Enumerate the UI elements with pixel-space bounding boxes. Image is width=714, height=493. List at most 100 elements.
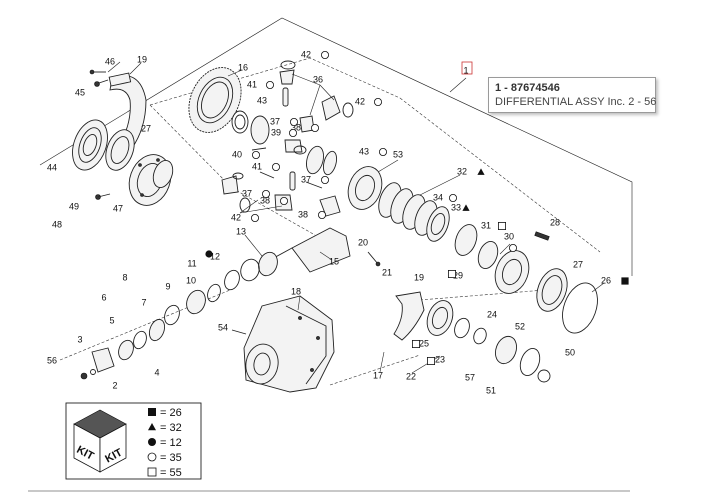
legend-value: = 35: [160, 452, 182, 464]
callout-c52[interactable]: 52: [515, 321, 525, 331]
kit-mark-m42c: [250, 213, 259, 222]
callout-c49[interactable]: 49: [69, 201, 79, 211]
callout-c42a[interactable]: 42: [301, 49, 311, 59]
callout-c24[interactable]: 24: [487, 309, 497, 319]
callout-c39[interactable]: 39: [271, 127, 281, 137]
callout-c37b[interactable]: 37: [301, 174, 311, 184]
callout-c8[interactable]: 8: [122, 272, 127, 282]
kit-mark-m38b: [279, 196, 288, 205]
bearing-cup-27-upper: [105, 129, 135, 171]
legend-value: = 26: [160, 407, 182, 419]
callout-c7[interactable]: 7: [141, 297, 146, 307]
kit-mark-m40: [251, 150, 260, 159]
callout-c17[interactable]: 17: [373, 370, 383, 380]
callout-c27b[interactable]: 27: [573, 259, 583, 269]
bearing-group-right: [454, 224, 605, 334]
callout-c38a[interactable]: 38: [291, 122, 301, 132]
callout-c19b[interactable]: 19: [414, 272, 424, 282]
callout-c42b[interactable]: 42: [355, 96, 365, 106]
callout-c43b[interactable]: 43: [359, 146, 369, 156]
callout-c33[interactable]: 33: [451, 202, 461, 212]
callout-c9[interactable]: 9: [165, 281, 170, 291]
kit-mark-m32: [477, 168, 485, 175]
callout-c45[interactable]: 45: [75, 87, 85, 97]
clutch-pack-32: [378, 174, 461, 242]
callout-c6[interactable]: 6: [101, 292, 106, 302]
pinion-group: [80, 227, 381, 380]
kit-mark-m41a: [265, 81, 274, 90]
callout-c5[interactable]: 5: [109, 315, 114, 325]
callout-c21[interactable]: 21: [382, 267, 392, 277]
legend-rows: = 26= 32= 12= 35= 55: [147, 407, 182, 479]
callout-c43a[interactable]: 43: [257, 95, 267, 105]
kit-mark-m38a: [310, 124, 319, 133]
callout-c37a[interactable]: 37: [270, 116, 280, 126]
legend-symbol-triangle: [148, 423, 156, 431]
callout-c57[interactable]: 57: [465, 372, 475, 382]
callout-c32[interactable]: 32: [457, 166, 467, 176]
callout-c56[interactable]: 56: [47, 355, 57, 365]
callout-c47[interactable]: 47: [113, 203, 123, 213]
callout-c40[interactable]: 40: [232, 149, 242, 159]
callout-c15[interactable]: 15: [329, 256, 339, 266]
callout-c48[interactable]: 48: [52, 219, 62, 229]
callout-c54[interactable]: 54: [218, 322, 228, 332]
callout-c41a[interactable]: 41: [247, 79, 257, 89]
callout-c29[interactable]: 29: [453, 270, 463, 280]
kit-mark-m33: [462, 204, 470, 211]
kit-mark-m30: [508, 243, 517, 252]
bearing-cap-group: [89, 61, 147, 149]
kit-mark-m42b: [373, 98, 382, 107]
kit-mark-m41b: [271, 162, 280, 171]
callout-c37c[interactable]: 37: [242, 188, 252, 198]
callout-c10[interactable]: 10: [186, 275, 196, 285]
kit-mark-m37b: [320, 175, 329, 184]
callout-c28[interactable]: 28: [550, 217, 560, 227]
callout-c11[interactable]: 11: [187, 258, 196, 268]
callout-c30[interactable]: 30: [504, 231, 514, 241]
callout-c46a[interactable]: 46: [105, 56, 115, 66]
kit-mark-m42a: [320, 51, 329, 60]
kit-mark-m39: [288, 128, 297, 137]
callout-c38c[interactable]: 38: [298, 209, 308, 219]
bearing-cap-19-lower: [379, 291, 551, 383]
callout-c51[interactable]: 51: [486, 385, 496, 395]
callout-c41b[interactable]: 41: [252, 161, 262, 171]
side-gear-53: [306, 145, 399, 210]
kit-mark-m29: [447, 269, 456, 278]
callout-c18[interactable]: 18: [291, 286, 301, 296]
callout-c34[interactable]: 34: [433, 192, 443, 202]
callout-c23[interactable]: 23: [435, 354, 445, 364]
callout-c19a[interactable]: 19: [137, 54, 147, 64]
callout-c53[interactable]: 53: [393, 149, 403, 159]
bearing-44: [72, 119, 108, 171]
legend-value: = 32: [160, 422, 182, 434]
callout-c12[interactable]: 12: [210, 251, 220, 261]
callout-c31[interactable]: 31: [481, 220, 491, 230]
callout-c13[interactable]: 13: [236, 226, 246, 236]
callout-c16[interactable]: 16: [238, 62, 248, 72]
kit-symbols: [205, 51, 629, 365]
kit-mark-m34: [448, 193, 457, 202]
callout-c22[interactable]: 22: [406, 371, 416, 381]
callout-c20[interactable]: 20: [358, 237, 368, 247]
callout-c4[interactable]: 4: [154, 367, 159, 377]
legend-value: = 55: [160, 467, 182, 479]
callout-c25[interactable]: 25: [419, 338, 429, 348]
legend-symbol-circle-filled: [148, 438, 156, 446]
callout-c38b[interactable]: 38: [260, 195, 270, 205]
callout-c2[interactable]: 2: [112, 380, 117, 390]
callout-c36[interactable]: 36: [313, 74, 323, 84]
spider-gear-group-upper: [231, 60, 354, 155]
callout-c42c[interactable]: 42: [231, 212, 241, 222]
callout-c44[interactable]: 44: [47, 162, 57, 172]
callout-c50[interactable]: 50: [565, 347, 575, 357]
callout-c27a[interactable]: 27: [141, 123, 151, 133]
callout-1-box[interactable]: [461, 61, 473, 75]
callout-c26[interactable]: 26: [601, 275, 611, 285]
callout-c3[interactable]: 3: [77, 334, 82, 344]
callout-c1[interactable]: 1: [463, 65, 468, 75]
kit-mark-m31: [497, 221, 506, 230]
